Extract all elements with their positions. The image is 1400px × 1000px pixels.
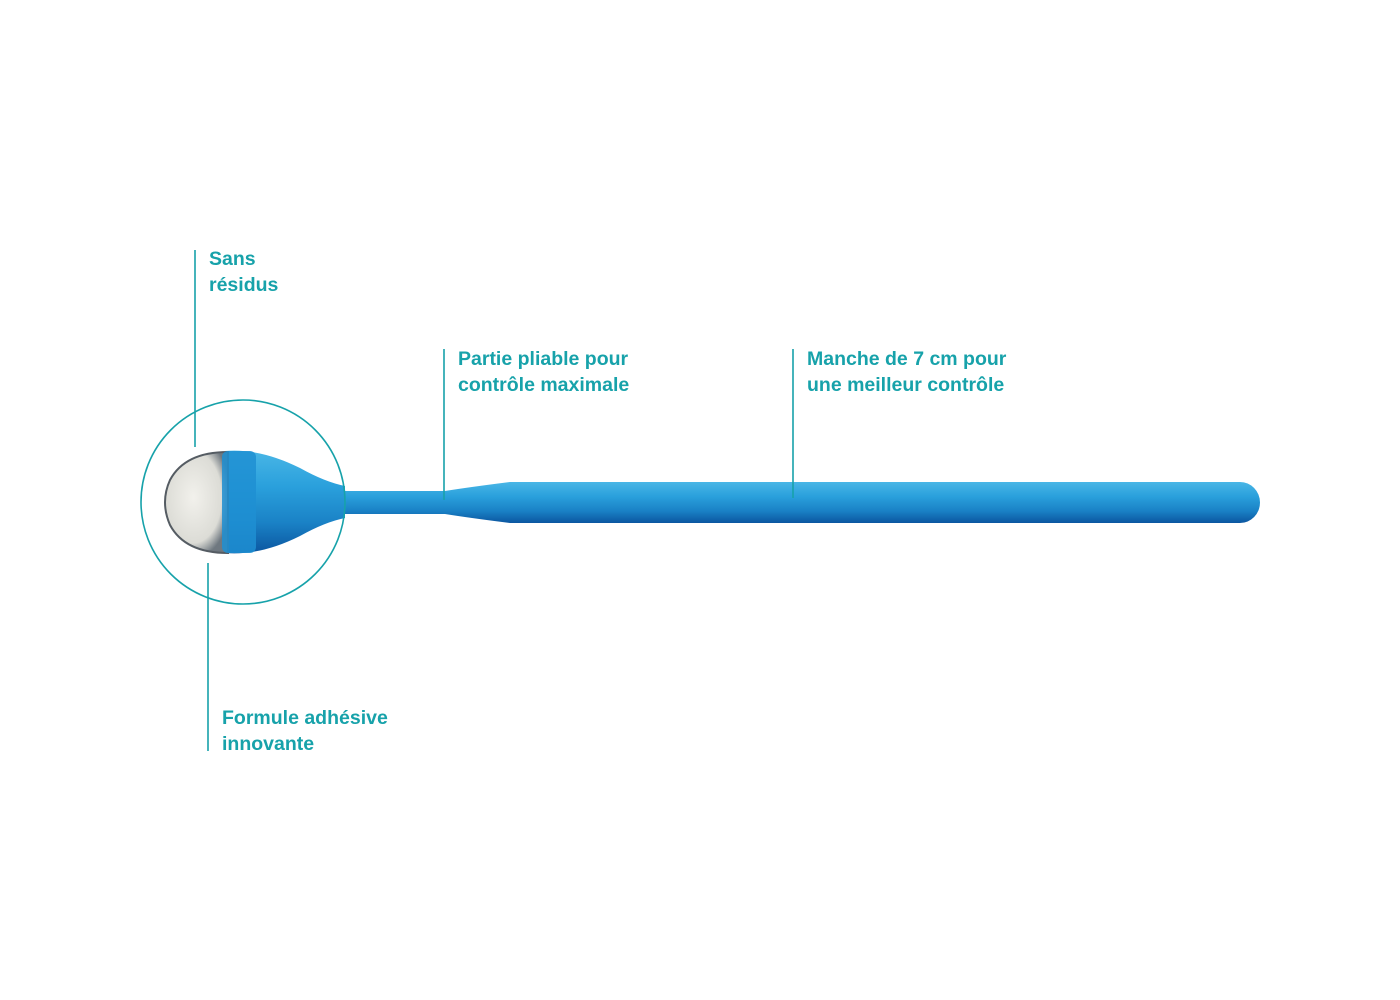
callout-adhesive-line2: innovante	[222, 733, 315, 755]
callout-residue-line2: résidus	[209, 274, 279, 296]
callout-bendable-line2: contrôle maximale	[458, 374, 630, 396]
callout-bendable: Partie pliable pour contrôle maximale	[458, 346, 629, 398]
callout-handle-line1: Manche de 7 cm pour	[807, 348, 1007, 370]
stick-handle	[340, 481, 1260, 523]
callout-bendable-line1: Partie pliable pour	[458, 348, 629, 370]
callout-adhesive: Formule adhésive innovante	[222, 705, 388, 757]
callout-adhesive-line1: Formule adhésive	[222, 707, 388, 729]
callout-residue: Sans résidus	[209, 246, 278, 298]
stick-collar	[222, 451, 256, 553]
adhesive-gel-tip	[164, 450, 229, 555]
callout-handle-line2: une meilleur contrôle	[807, 374, 1005, 396]
callout-handle: Manche de 7 cm pour une meilleur contrôl…	[807, 346, 1006, 398]
tip-highlight-circle	[140, 399, 346, 605]
callout-residue-line1: Sans	[209, 248, 256, 270]
